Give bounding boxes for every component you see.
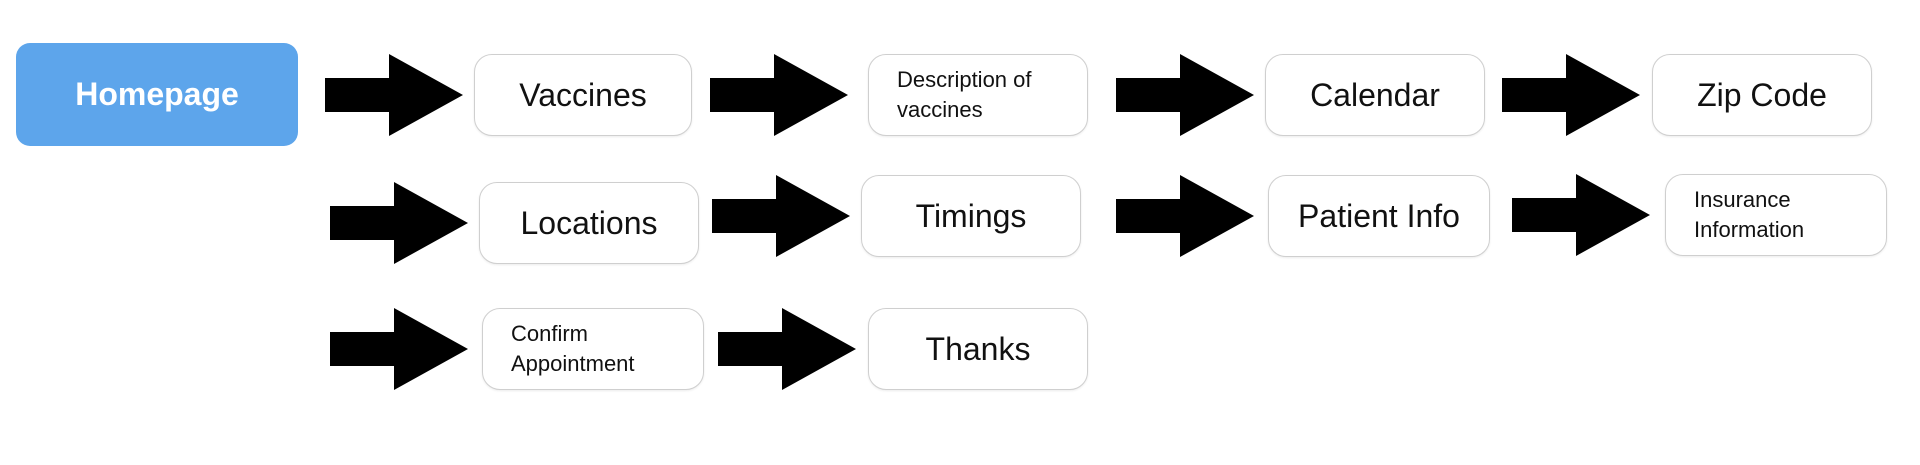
homepage-node: Homepage	[16, 43, 298, 146]
homepage-label: Homepage	[75, 76, 239, 112]
patient-info-node: Patient Info	[1268, 175, 1490, 257]
arrow-right-icon	[1116, 54, 1254, 136]
insurance-information-node: Insurance Information	[1665, 174, 1887, 256]
insurance-label-line1: Insurance	[1694, 187, 1791, 212]
arrow-right-icon	[718, 308, 856, 390]
calendar-node: Calendar	[1265, 54, 1485, 136]
insurance-label-line2: Information	[1694, 217, 1805, 242]
description-label-line1: Description of	[897, 67, 1032, 92]
confirm-label-line1: Confirm	[511, 321, 589, 346]
arrow-right-icon	[325, 54, 463, 136]
description-label-line2: vaccines	[897, 97, 983, 122]
calendar-label: Calendar	[1310, 76, 1440, 113]
locations-node: Locations	[479, 182, 699, 264]
zip-code-node: Zip Code	[1652, 54, 1872, 136]
arrow-right-icon	[1502, 54, 1640, 136]
arrow-right-icon	[712, 175, 850, 257]
arrow-right-icon	[330, 182, 468, 264]
arrow-right-icon	[1512, 174, 1650, 256]
thanks-node: Thanks	[868, 308, 1088, 390]
confirm-label-line2: Appointment	[511, 351, 635, 376]
vaccines-node: Vaccines	[474, 54, 692, 136]
arrow-right-icon	[710, 54, 848, 136]
thanks-label: Thanks	[925, 330, 1031, 367]
confirm-appointment-node: Confirm Appointment	[482, 308, 704, 390]
patient-info-label: Patient Info	[1298, 197, 1460, 234]
timings-node: Timings	[861, 175, 1081, 257]
arrow-right-icon	[1116, 175, 1254, 257]
timings-label: Timings	[915, 197, 1027, 234]
zip-code-label: Zip Code	[1697, 76, 1827, 113]
description-of-vaccines-node: Description of vaccines	[868, 54, 1088, 136]
arrow-right-icon	[330, 308, 468, 390]
vaccines-label: Vaccines	[519, 76, 647, 113]
locations-label: Locations	[520, 204, 658, 241]
